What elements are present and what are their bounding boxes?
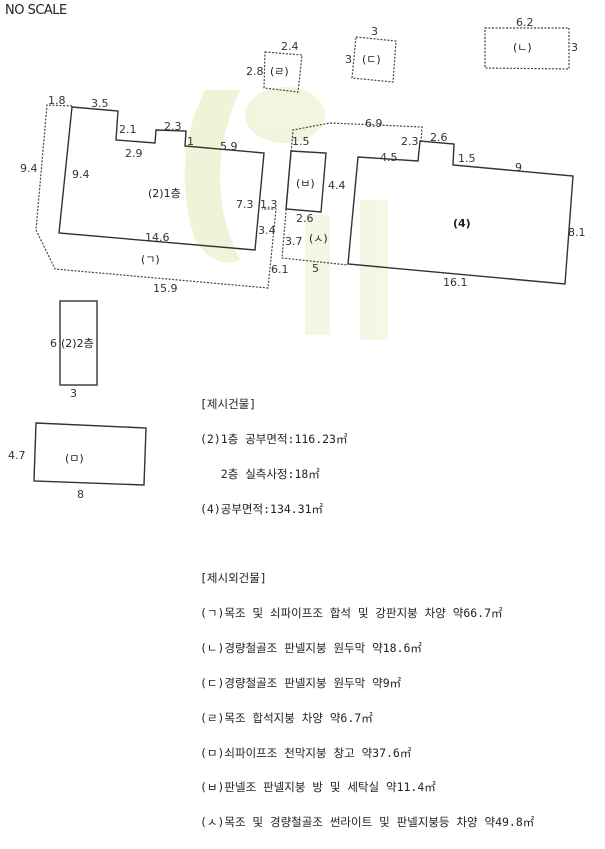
structure-label: (4) bbox=[453, 217, 471, 230]
dim-label: 2.4 bbox=[281, 40, 299, 53]
dim-label: 4.5 bbox=[380, 151, 398, 164]
dim-label: 3.5 bbox=[91, 97, 109, 110]
dim-label: 2.3 bbox=[401, 135, 419, 148]
structure-label: (ㄱ) bbox=[141, 253, 160, 266]
watermark bbox=[184, 87, 388, 340]
legend-heading: [제시건물] bbox=[200, 397, 257, 412]
dim-label: 8 bbox=[77, 488, 84, 501]
legend-line: (4)공부면적:134.31㎡ bbox=[200, 501, 324, 516]
site-plan: 2.4 2.8 (ㄹ) 3 3 (ㄷ) 6.2 3 (ㄴ) 1.8 9.4 15… bbox=[8, 16, 586, 501]
structure-label: (2)1층 bbox=[148, 187, 181, 200]
structure-label: (ㄹ) bbox=[270, 65, 289, 78]
dim-label: 7.3 bbox=[236, 198, 254, 211]
structure-label: (ㅂ) bbox=[296, 177, 315, 190]
dim-label: 8.1 bbox=[568, 226, 586, 239]
structure-label: (ㄴ) bbox=[513, 41, 532, 54]
structure-label: (ㅁ) bbox=[65, 452, 84, 465]
building-4-outline bbox=[347, 140, 574, 285]
structure-d-outline bbox=[351, 36, 397, 83]
legend-line: 2층 실측사정:18㎡ bbox=[200, 467, 320, 482]
dim-label: 9.4 bbox=[20, 162, 38, 175]
dim-label: 4.4 bbox=[328, 179, 346, 192]
dim-label: 5 bbox=[312, 262, 319, 275]
legend-line: (ㄷ)경량철골조 판넬지붕 원두막 약9㎡ bbox=[200, 675, 402, 690]
legend-line: (ㅂ)판넬조 판넬지붕 방 및 세탁실 약11.4㎡ bbox=[200, 780, 436, 795]
dim-label: 1 bbox=[187, 135, 194, 148]
legend-line: (ㄹ)목조 합석지붕 차양 약6.7㎡ bbox=[200, 710, 373, 725]
dim-label: 2.1 bbox=[119, 123, 137, 136]
structure-label: (ㅅ) bbox=[309, 232, 328, 245]
dim-label: 1.5 bbox=[292, 135, 310, 148]
dim-label: 3 bbox=[345, 53, 352, 66]
dim-label: 14.6 bbox=[145, 231, 170, 244]
dim-label: 9.4 bbox=[72, 168, 90, 181]
building-legend: [제시건물] (2)1층 공부면적:116.23㎡ 2층 실측사정:18㎡ (4… bbox=[200, 379, 534, 849]
legend-line: (ㄱ)목조 및 쇠파이프조 합석 및 강판지붕 차양 약66.7㎡ bbox=[200, 606, 503, 621]
legend-line: (ㄴ)경량철골조 판넬지붕 원두막 약18.6㎡ bbox=[200, 641, 422, 656]
dim-label: 3 bbox=[70, 387, 77, 400]
dim-label: 5.9 bbox=[220, 140, 238, 153]
dim-label: 16.1 bbox=[443, 276, 468, 289]
dim-label: 2.9 bbox=[125, 147, 143, 160]
building-2-floor2-outline bbox=[59, 300, 98, 386]
dim-label: 2.3 bbox=[164, 120, 182, 133]
structure-n-outline bbox=[484, 27, 570, 70]
legend-line: (ㅁ)쇠파이프조 천막지붕 창고 약37.6㎡ bbox=[200, 745, 412, 760]
legend-heading: [제시외건물] bbox=[200, 571, 267, 586]
dim-label: 15.9 bbox=[153, 282, 178, 295]
legend-line: (2)1층 공부면적:116.23㎡ bbox=[200, 432, 348, 447]
dim-label: 2.6 bbox=[430, 131, 448, 144]
dim-label: 3.4 bbox=[258, 224, 276, 237]
dim-label: 3.7 bbox=[285, 235, 303, 248]
dim-label: 9 bbox=[515, 161, 522, 174]
legend-line: (ㅅ)목조 및 경량철골조 썬라이트 및 판넬지붕등 차양 약49.8㎡ bbox=[200, 815, 535, 830]
structure-label: (2)2층 bbox=[61, 337, 94, 350]
structure-b-outline bbox=[285, 150, 327, 213]
structure-r-outline bbox=[263, 51, 303, 93]
dim-label: 4.7 bbox=[8, 449, 26, 462]
dim-label: 6.2 bbox=[516, 16, 534, 29]
dim-label: 2.6 bbox=[296, 212, 314, 225]
dim-label: 6.1 bbox=[271, 263, 289, 276]
dim-label: 1.8 bbox=[48, 94, 66, 107]
dim-label: 2.8 bbox=[246, 65, 264, 78]
legend-spacer: ​ bbox=[200, 536, 534, 553]
dim-label: 3 bbox=[371, 25, 378, 38]
dim-label: 1.3 bbox=[260, 198, 278, 211]
dim-label: 6 bbox=[50, 337, 57, 350]
dim-label: 3 bbox=[571, 41, 578, 54]
structure-g-outline bbox=[35, 104, 277, 289]
building-2-floor1-outline bbox=[58, 106, 265, 251]
dim-label: 6.9 bbox=[365, 117, 383, 130]
no-scale-note: NO SCALE bbox=[5, 3, 67, 18]
structure-s-outline bbox=[281, 122, 423, 266]
structure-label: (ㄷ) bbox=[362, 53, 381, 66]
structure-m-outline bbox=[33, 422, 147, 486]
dim-label: 1.5 bbox=[458, 152, 476, 165]
